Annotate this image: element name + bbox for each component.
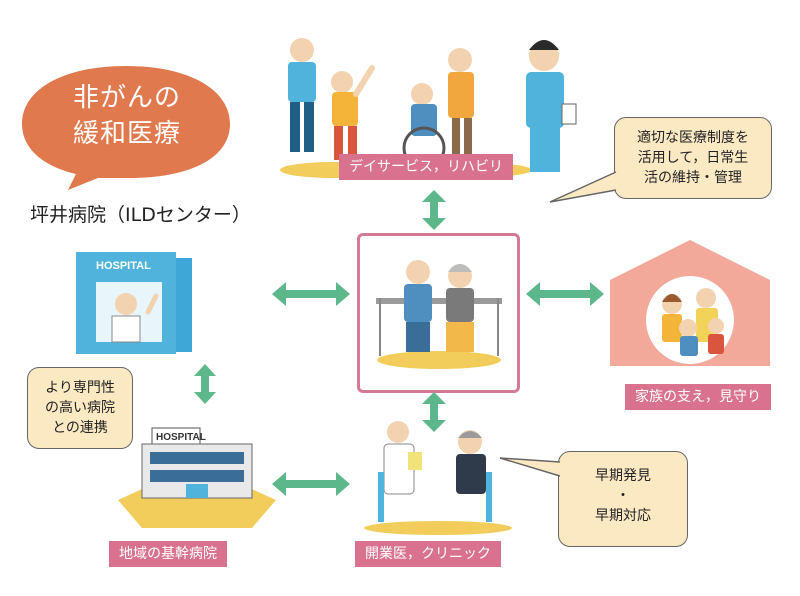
hospital-sign: HOSPITAL	[96, 260, 151, 272]
bubble-line-1: 非がんの	[72, 83, 181, 113]
label-clinic: 開業医，クリニック	[355, 541, 501, 567]
callout-line: 早期発見	[595, 468, 651, 484]
label-day-service: デイサービス，リハビリ	[339, 154, 513, 180]
callout-line: の高い病院	[45, 400, 115, 416]
callout-line: ・	[616, 488, 630, 504]
elderly-couple-illustration	[376, 260, 502, 369]
speech-bubble	[22, 66, 230, 190]
callout-line: 早期対応	[595, 508, 651, 524]
callout-line: との連携	[52, 420, 108, 436]
day-service-illustration	[280, 38, 577, 178]
hospital-sign: HOSPITAL	[156, 432, 206, 443]
label-family: 家族の支え，見守り	[625, 384, 771, 410]
bubble-line-2: 緩和医療	[72, 119, 181, 149]
arrow-left-right-icon	[272, 472, 350, 496]
callout-line: 活の維持・管理	[644, 170, 742, 186]
arrow-up-down-icon	[422, 392, 446, 432]
arrow-left-right-icon	[526, 282, 604, 306]
patient-home-frame	[357, 233, 520, 393]
arrow-up-down-icon	[194, 364, 216, 404]
clinic-illustration	[364, 421, 512, 535]
regional-hospital-illustration: HOSPITAL	[118, 427, 276, 528]
page-title: 坪井病院（ILDセンター）	[30, 204, 251, 226]
bubble-text: 非がんの 緩和医療	[52, 80, 202, 152]
callout-specialized: より専門性 の高い病院 との連携	[27, 367, 133, 449]
callout-tail	[549, 171, 617, 203]
callout-line: 適切な医療制度を	[637, 130, 749, 146]
arrow-left-right-icon	[272, 282, 350, 306]
callout-line: より専門性	[45, 380, 115, 396]
callout-medical-system: 適切な医療制度を 活用して，日常生 活の維持・管理	[614, 117, 772, 199]
callout-tail	[499, 457, 561, 477]
tsuboi-hospital-illustration: HOSPITAL	[76, 252, 192, 354]
family-illustration	[610, 240, 770, 366]
callout-early: 早期発見 ・ 早期対応	[558, 451, 688, 547]
arrow-up-down-icon	[422, 190, 446, 230]
callout-line: 活用して，日常生	[637, 150, 749, 166]
label-regional-hospital: 地域の基幹病院	[109, 541, 227, 567]
